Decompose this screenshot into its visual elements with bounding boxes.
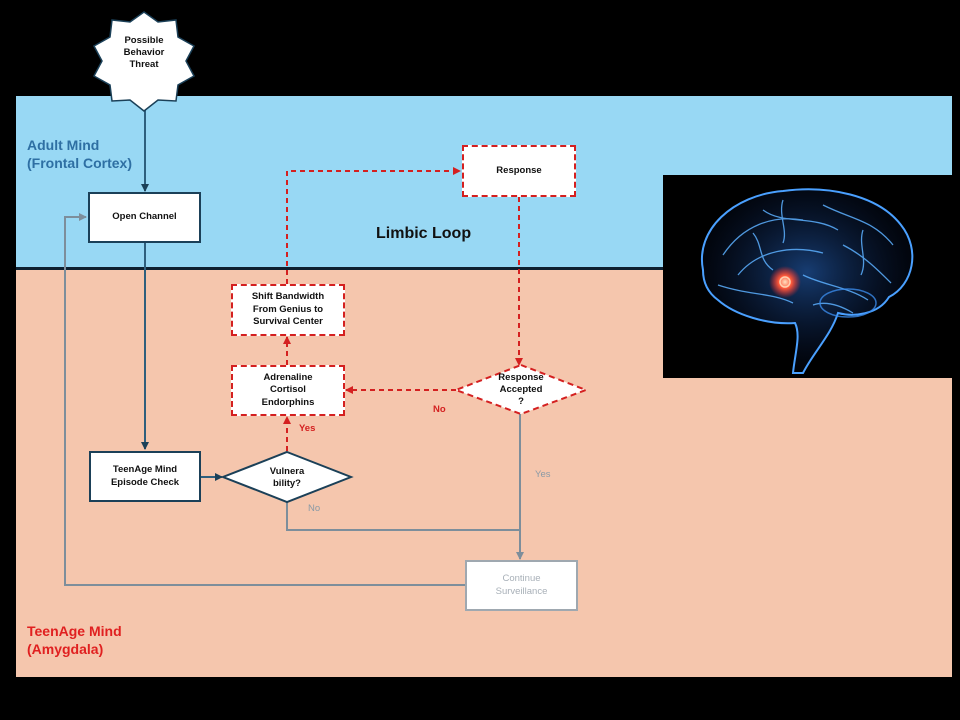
no-label-response-accepted: No — [433, 404, 446, 415]
yes-label-vulnerability: Yes — [299, 423, 316, 434]
no-label-vulnerability: No — [308, 503, 321, 514]
open-channel-box: Open Channel — [88, 192, 201, 243]
start-star-shape — [92, 11, 196, 112]
arrow-shift-to-response — [286, 167, 461, 284]
path-vuln-no — [286, 502, 520, 531]
lane-divider — [16, 267, 952, 270]
teenage-mind-label: TeenAge Mind (Amygdala) — [27, 623, 122, 657]
adrenaline-box: Adrenaline Cortisol Endorphins — [231, 365, 345, 416]
yes-label-response-accepted: Yes — [535, 469, 551, 480]
response-box: Response — [462, 145, 576, 197]
path-surveillance-to-open — [64, 213, 465, 586]
episode-check-box: TeenAge Mind Episode Check — [89, 451, 201, 502]
adult-mind-label: Adult Mind (Frontal Cortex) — [27, 137, 132, 171]
vulnerability-diamond — [220, 450, 354, 504]
brain-scan-image — [663, 175, 953, 378]
vulnerability-label: Vulnera bility? — [269, 466, 305, 489]
start-threat-label: Possible Behavior Threat — [123, 35, 165, 70]
diagram-title: Limbic Loop — [376, 225, 472, 242]
shift-bandwidth-box: Shift Bandwidth From Genius to Survival … — [231, 284, 345, 336]
response-accepted-diamond — [453, 363, 589, 416]
response-accepted-label: Response Accepted ? — [498, 372, 544, 407]
continue-surveillance-box: Continue Surveillance — [465, 560, 578, 611]
